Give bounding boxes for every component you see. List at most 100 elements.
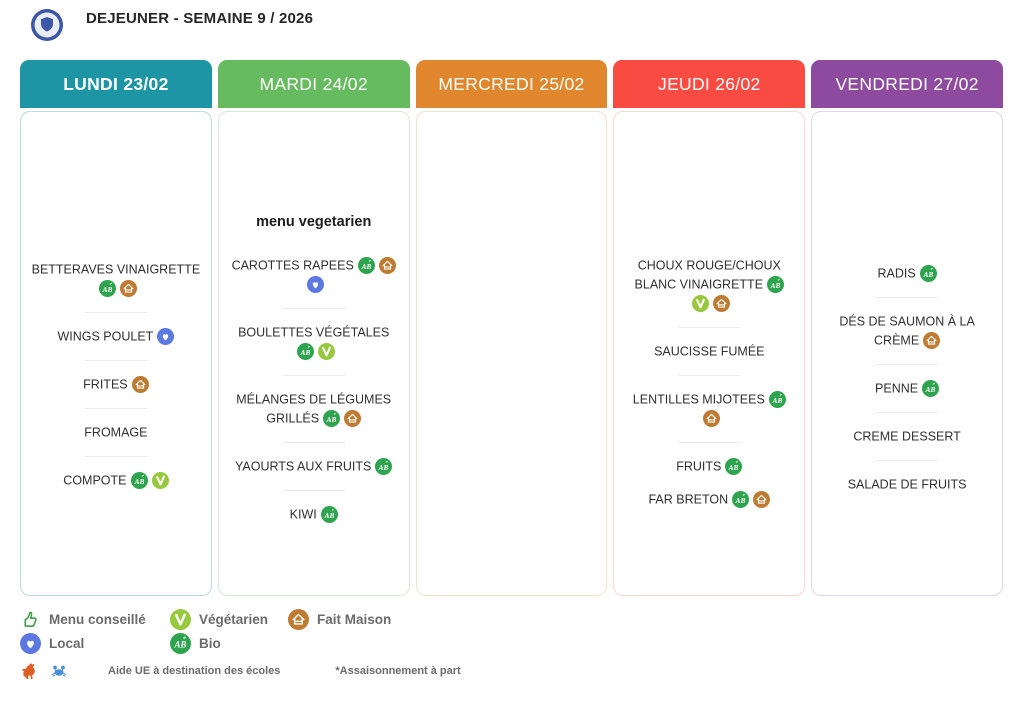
menu-item-label: FAR BRETON <box>648 492 729 507</box>
svg-text:AB: AB <box>326 416 337 424</box>
menu-item-label: WINGS POULET <box>57 329 154 344</box>
menu-item-label: KIWI <box>289 507 317 522</box>
bio-icon: AB <box>296 343 314 361</box>
day-header: VENDREDI 27/02 <box>811 60 1003 108</box>
bio-icon: AB <box>922 380 940 398</box>
svg-text:AB: AB <box>378 464 389 472</box>
menu-item: FRUITS AB <box>624 457 794 476</box>
menu-item-label: FRUITS <box>676 459 722 474</box>
day-header: JEUDI 26/02 <box>613 60 806 108</box>
menu-item-label: LENTILLES MIJOTEES <box>632 392 765 407</box>
menu-item: WINGS POULET <box>31 327 201 346</box>
menu-conseille-icon <box>20 609 41 630</box>
school-crest-logo <box>30 8 64 42</box>
menu-item-label: BETTERAVES VINAIGRETTE <box>31 262 201 277</box>
legend-label: Végétarien <box>199 612 269 627</box>
page-header: DEJEUNER - SEMAINE 9 / 2026 <box>30 8 313 42</box>
seasoning-note: *Assaisonnement à part <box>335 665 461 677</box>
menu-item-label: MÉLANGES DE LÉGUMES GRILLÉS <box>236 391 392 426</box>
fait-maison-icon <box>131 376 149 394</box>
item-divider <box>876 297 939 299</box>
item-divider <box>282 307 345 309</box>
menu-item: KIWI AB <box>229 505 399 524</box>
svg-text:AB: AB <box>770 282 781 290</box>
svg-text:AB: AB <box>299 349 310 357</box>
legend-entry: Menu conseillé <box>20 609 170 630</box>
vegetarien-icon <box>151 472 169 490</box>
svg-text:AB: AB <box>925 386 936 394</box>
vegetarien-icon <box>170 609 191 630</box>
bio-icon: AB <box>357 257 375 275</box>
menu-item: SALADE DE FRUITS <box>822 475 992 494</box>
menu-item-label: PENNE <box>875 381 919 396</box>
menu-item: BETTERAVES VINAIGRETTE AB <box>31 260 201 298</box>
bio-icon: AB <box>98 280 116 298</box>
day-header: MARDI 24/02 <box>217 60 410 108</box>
item-divider <box>678 326 741 328</box>
menu-item: FROMAGE <box>31 423 201 442</box>
item-divider <box>876 364 939 366</box>
svg-text:AB: AB <box>360 263 371 271</box>
menu-item-label: RADIS <box>877 266 916 281</box>
fait-maison-icon <box>288 609 309 630</box>
vegetarian-menu-note: menu vegetarien <box>256 214 372 230</box>
bio-icon: AB <box>768 391 786 409</box>
svg-text:AB: AB <box>728 464 739 472</box>
day-column: MERCREDI 25/02 <box>415 60 608 596</box>
local-icon <box>307 276 325 294</box>
menu-item-label: FRITES <box>83 377 128 392</box>
bio-icon: AB <box>725 458 743 476</box>
item-divider <box>678 374 741 376</box>
fait-maison-icon <box>713 295 731 313</box>
menu-item: FRITES <box>31 375 201 394</box>
rooster-icon <box>20 661 40 681</box>
menu-item-label: YAOURTS AUX FRUITS <box>235 459 372 474</box>
item-divider <box>282 441 345 443</box>
bio-icon: AB <box>320 506 338 524</box>
legend-footnote: Aide UE à destination des écoles*Assaiso… <box>20 661 461 681</box>
fait-maison-icon <box>119 280 137 298</box>
item-divider <box>84 359 147 361</box>
svg-text:AB: AB <box>323 512 334 520</box>
bio-icon: AB <box>323 409 341 427</box>
legend-label: Menu conseillé <box>49 612 146 627</box>
legend-label: Fait Maison <box>317 612 392 627</box>
svg-text:AB: AB <box>102 286 113 294</box>
fait-maison-icon <box>923 332 941 350</box>
svg-text:AB: AB <box>174 640 187 650</box>
menu-item: DÉS DE SAUMON À LA CRÈME <box>822 312 992 350</box>
local-icon <box>157 328 175 346</box>
bio-icon: AB <box>919 265 937 283</box>
fait-maison-icon <box>753 491 771 509</box>
day-menu-card <box>415 111 608 596</box>
page-title: DEJEUNER - SEMAINE 9 / 2026 <box>86 10 314 27</box>
fait-maison-icon <box>344 409 362 427</box>
bio-icon: AB <box>732 491 750 509</box>
menu-item: YAOURTS AUX FRUITS AB <box>229 457 399 476</box>
menu-item: CAROTTES RAPEES AB <box>229 256 399 294</box>
fait-maison-icon <box>702 410 720 428</box>
fait-maison-icon <box>378 257 396 275</box>
menu-item: SAUCISSE FUMÉE <box>624 342 794 361</box>
legend-entry: Fait Maison <box>288 609 391 630</box>
menu-item-label: CAROTTES RAPEES <box>231 258 354 273</box>
menu-item-label: SAUCISSE FUMÉE <box>654 344 765 359</box>
vegetarien-icon <box>317 343 335 361</box>
day-header: LUNDI 23/02 <box>20 60 212 108</box>
legend-label: Local <box>49 636 85 651</box>
vegetarien-icon <box>692 295 710 313</box>
menu-item-label: CHOUX ROUGE/CHOUX BLANC VINAIGRETTE <box>634 258 781 292</box>
